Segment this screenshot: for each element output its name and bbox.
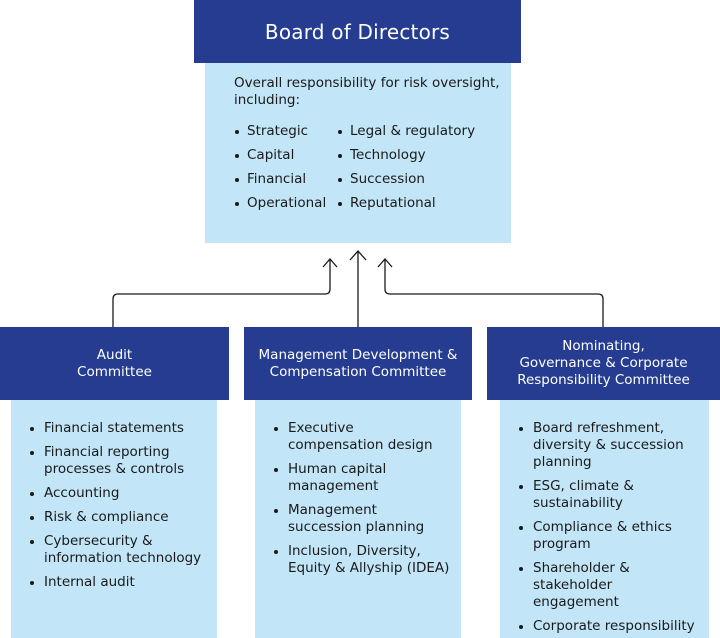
- list-item: Human capital management: [273, 461, 453, 495]
- list-item: Corporate responsibility: [518, 618, 701, 635]
- compensation-committee-title: Management Development & Compensation Co…: [259, 347, 458, 381]
- list-item: Internal audit: [29, 574, 209, 591]
- risk-item: Strategic: [234, 123, 337, 140]
- audit-committee-panel: Financial statements Financial reporting…: [11, 400, 217, 638]
- nominating-committee-list: Board refreshment, diversity & successio…: [518, 420, 701, 635]
- audit-arrowhead: [322, 258, 338, 268]
- title-line: Nominating,: [562, 338, 645, 354]
- board-intro-text: Overall responsibility for risk oversigh…: [234, 75, 500, 108]
- risk-item: Technology: [337, 147, 475, 164]
- title-line: Governance & Corporate: [519, 355, 688, 371]
- title-line: Committee: [77, 363, 152, 380]
- ngcr-arrowhead: [377, 258, 393, 268]
- audit-to-board-arrow: [112, 259, 331, 327]
- title-line: Management Development &: [258, 346, 458, 363]
- audit-committee-list: Financial statements Financial reporting…: [29, 420, 209, 591]
- list-item: Management succession planning: [273, 502, 453, 536]
- list-item: Compliance & ethics program: [518, 519, 701, 553]
- board-risk-list-right: Legal & regulatory Technology Succession…: [337, 123, 475, 219]
- risk-item: Reputational: [337, 195, 475, 212]
- board-title: Board of Directors: [264, 19, 451, 44]
- nominating-committee-panel: Board refreshment, diversity & successio…: [500, 400, 709, 638]
- mdcc-arrowhead: [349, 250, 367, 261]
- board-of-directors-header: Board of Directors: [194, 0, 521, 63]
- audit-committee-header: Audit Committee: [0, 327, 229, 400]
- list-item: Financial statements: [29, 420, 209, 437]
- risk-item: Legal & regulatory: [337, 123, 475, 140]
- compensation-committee-panel: Executive compensation design Human capi…: [255, 400, 461, 638]
- nominating-committee-title: Nominating, Governance & Corporate Respo…: [517, 338, 690, 389]
- board-risk-list-left: Strategic Capital Financial Operational: [234, 123, 337, 219]
- nominating-committee-header: Nominating, Governance & Corporate Respo…: [487, 327, 720, 400]
- list-item: Risk & compliance: [29, 509, 209, 526]
- list-item: Executive compensation design: [273, 420, 453, 454]
- list-item: Inclusion, Diversity, Equity & Allyship …: [273, 543, 453, 577]
- ngcr-to-board-arrow: [384, 259, 604, 327]
- risk-item: Financial: [234, 171, 337, 188]
- list-item: Cybersecurity & information technology: [29, 533, 209, 567]
- risk-item: Capital: [234, 147, 337, 164]
- list-item: ESG, climate & sustainability: [518, 478, 701, 512]
- risk-item: Operational: [234, 195, 337, 212]
- list-item: Shareholder & stakeholder engagement: [518, 560, 701, 611]
- board-responsibility-panel: Overall responsibility for risk oversigh…: [205, 63, 511, 243]
- title-line: Audit: [96, 346, 133, 363]
- list-item: Financial reporting processes & controls: [29, 444, 209, 478]
- list-item: Board refreshment, diversity & successio…: [518, 420, 701, 471]
- list-item: Accounting: [29, 485, 209, 502]
- title-line: Compensation Committee: [269, 363, 447, 380]
- risk-item: Succession: [337, 171, 475, 188]
- board-risk-list: Strategic Capital Financial Operational …: [234, 123, 501, 219]
- title-line: Responsibility Committee: [517, 372, 690, 388]
- compensation-committee-header: Management Development & Compensation Co…: [244, 327, 472, 400]
- compensation-committee-list: Executive compensation design Human capi…: [273, 420, 453, 577]
- audit-committee-title: Audit Committee: [77, 347, 152, 381]
